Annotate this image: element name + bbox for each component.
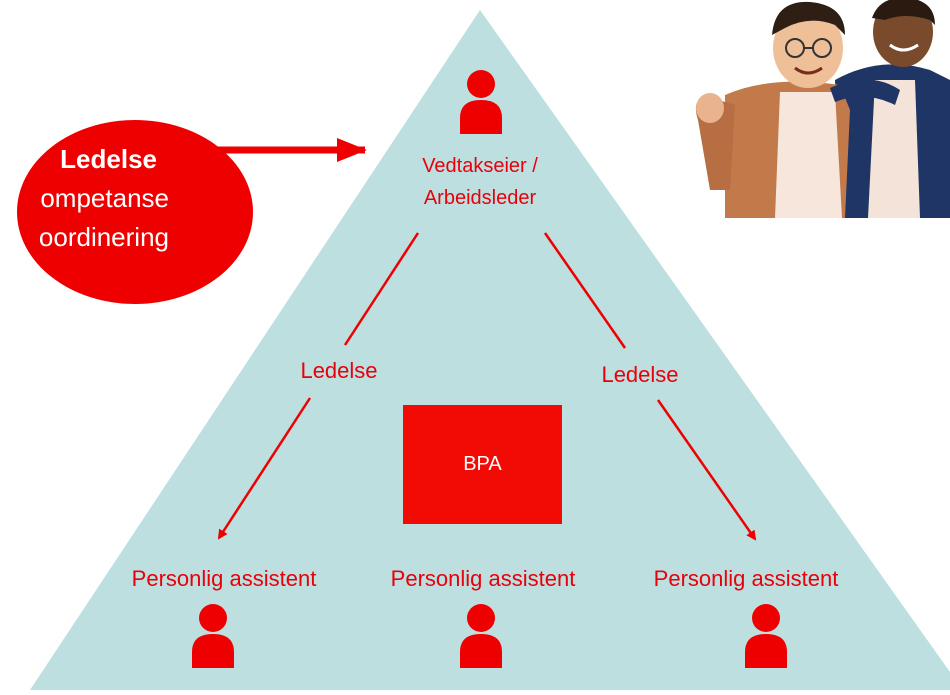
two-friends-illustration [695,0,950,219]
top-role-line2: Arbeidsleder [423,187,537,209]
left-edge-label: Ledelse [300,358,378,383]
bpa-box: BPA [403,405,562,524]
person-icon [192,604,234,668]
leadership-blob [17,120,253,304]
person-icon [460,604,502,668]
right-edge-lower [656,399,757,541]
blob-text: Ledelse ompetanse oordinering [0,140,175,257]
pyramid-triangle [30,10,950,690]
top-role-line1: Vedtakseier / [422,155,538,177]
assistant-label-right: Personlig assistent [653,566,839,591]
right-edge-upper [543,232,627,349]
person-icon [745,604,787,668]
assistant-label-center: Personlig assistent [390,566,576,591]
assistant-label-left: Personlig assistent [131,566,317,591]
left-edge-lower [217,397,312,540]
blob-line-competence: ompetanse [40,183,169,213]
person-icon [460,70,502,134]
right-edge-label: Ledelse [601,362,679,387]
left-edge-upper [343,232,420,346]
top-role-label: Vedtakseier / Arbeidsleder [422,150,538,214]
bpa-label: BPA [463,453,502,475]
blob-title: Ledelse [60,144,157,174]
blob-line-coordination: oordinering [38,222,169,252]
